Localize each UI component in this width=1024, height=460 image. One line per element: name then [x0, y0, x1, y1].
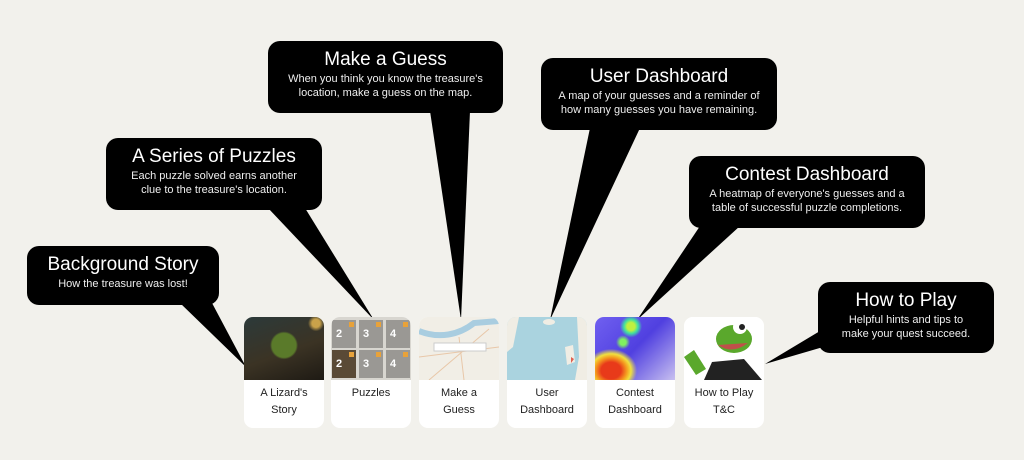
callout-desc: A map of your guesses and a reminder of … — [558, 90, 760, 116]
puzzle-tile: 2 — [332, 320, 356, 348]
puzzles-grid-image: 2 3 4 2 3 4 — [331, 317, 411, 380]
card-label: Contest — [616, 387, 654, 399]
card-label: Dashboard — [608, 404, 662, 416]
callout-desc: Each puzzle solved earns another clue to… — [131, 170, 297, 196]
card-label: Guess — [443, 404, 475, 416]
callout-how-to-play: How to Play Helpful hints and tips to ma… — [818, 282, 994, 353]
frog-mascot-image — [684, 317, 764, 380]
callout-desc: When you think you know the treasure's l… — [288, 73, 483, 99]
callout-desc: A heatmap of everyone's guesses and a ta… — [709, 188, 905, 214]
puzzle-tile: 3 — [359, 350, 383, 378]
card-label: Dashboard — [520, 404, 574, 416]
puzzle-tile: 4 — [386, 350, 410, 378]
lizard-pirate-image — [244, 317, 324, 380]
callout-title: Make a Guess — [324, 49, 447, 70]
callout-background-story: Background Story How the treasure was lo… — [27, 246, 219, 305]
card-label: How to Play — [694, 387, 754, 399]
callout-desc: How the treasure was lost! — [58, 278, 188, 290]
card-label: Make a — [440, 387, 478, 399]
card-label: User — [535, 387, 559, 399]
callout-make-a-guess: Make a Guess When you think you know the… — [268, 41, 503, 113]
callout-title: A Series of Puzzles — [132, 146, 296, 167]
callout-puzzles: A Series of Puzzles Each puzzle solved e… — [106, 138, 322, 210]
guess-map-image — [419, 317, 499, 380]
card-puzzles[interactable]: 2 3 4 2 3 4 Puzzles — [331, 317, 411, 428]
card-label: Story — [271, 404, 297, 416]
callout-title: Background Story — [47, 254, 199, 275]
callout-desc: Helpful hints and tips to make your ques… — [841, 314, 971, 340]
user-map-image — [507, 317, 587, 380]
puzzle-tile: 3 — [359, 320, 383, 348]
callout-contest-dashboard: Contest Dashboard A heatmap of everyone'… — [689, 156, 925, 228]
card-label: Puzzles — [351, 387, 391, 399]
puzzle-tile: 4 — [386, 320, 410, 348]
card-make-a-guess[interactable]: Make a Guess — [419, 317, 499, 428]
puzzle-tile: 2 — [332, 350, 356, 378]
callout-title: Contest Dashboard — [725, 164, 889, 185]
callout-user-dashboard: User Dashboard A map of your guesses and… — [541, 58, 777, 130]
card-label: T&C — [713, 404, 735, 416]
card-label: A Lizard's — [260, 387, 308, 399]
callout-title: User Dashboard — [589, 66, 729, 87]
callout-title: How to Play — [855, 290, 957, 311]
heatmap-image — [595, 317, 675, 380]
